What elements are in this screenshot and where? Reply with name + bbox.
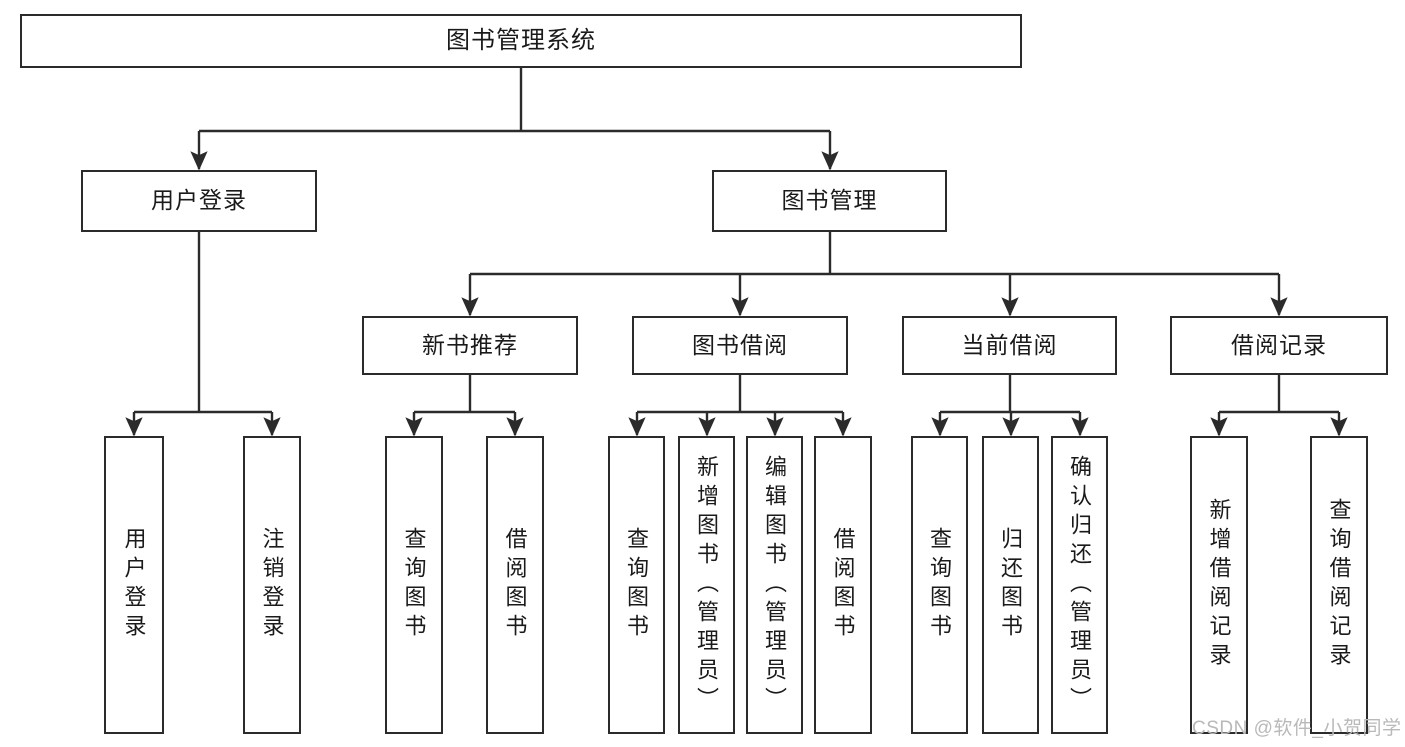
node-label: 查询图书 — [624, 527, 650, 643]
node-new-book-rec[interactable]: 新书推荐 — [362, 316, 578, 375]
node-label: 编辑图书（管理员） — [762, 454, 788, 716]
node-leaf-return-book[interactable]: 归还图书 — [982, 436, 1039, 734]
node-label: 当前借阅 — [961, 331, 1058, 358]
node-label: 新增借阅记录 — [1206, 498, 1232, 672]
node-leaf-edit-book[interactable]: 编辑图书（管理员） — [746, 436, 803, 734]
node-leaf-query-book-1[interactable]: 查询图书 — [385, 436, 443, 734]
node-leaf-borrow-book-2[interactable]: 借阅图书 — [814, 436, 872, 734]
node-leaf-query-record[interactable]: 查询借阅记录 — [1310, 436, 1368, 734]
node-label: 查询图书 — [927, 527, 953, 643]
node-label: 图书管理系统 — [446, 26, 596, 54]
node-leaf-add-book[interactable]: 新增图书（管理员） — [678, 436, 735, 734]
node-label: 注销登录 — [259, 527, 285, 643]
node-leaf-confirm-return[interactable]: 确认归还（管理员） — [1051, 436, 1108, 734]
node-leaf-user-login[interactable]: 用户登录 — [104, 436, 164, 734]
node-label: 用户登录 — [151, 187, 247, 214]
node-book-borrow[interactable]: 图书借阅 — [632, 316, 848, 375]
node-current-borrow[interactable]: 当前借阅 — [902, 316, 1117, 375]
csdn-watermark: CSDN @软件_小贺同学 — [1192, 718, 1402, 739]
node-label: 归还图书 — [998, 527, 1024, 643]
node-user-login[interactable]: 用户登录 — [81, 170, 317, 232]
node-leaf-user-logout[interactable]: 注销登录 — [243, 436, 301, 734]
node-book-mgmt[interactable]: 图书管理 — [712, 170, 947, 232]
node-label: 图书借阅 — [692, 331, 788, 358]
node-root[interactable]: 图书管理系统 — [20, 14, 1022, 68]
node-leaf-query-book-3[interactable]: 查询图书 — [911, 436, 968, 734]
node-label: 图书管理 — [781, 187, 878, 214]
node-label: 借阅图书 — [830, 527, 856, 643]
node-leaf-borrow-book-1[interactable]: 借阅图书 — [486, 436, 544, 734]
node-leaf-query-book-2[interactable]: 查询图书 — [608, 436, 665, 734]
node-label: 借阅图书 — [502, 527, 528, 643]
node-label: 查询借阅记录 — [1326, 498, 1352, 672]
node-borrow-record[interactable]: 借阅记录 — [1170, 316, 1388, 375]
node-label: 用户登录 — [121, 527, 147, 643]
node-label: 查询图书 — [401, 527, 427, 643]
node-label: 新书推荐 — [422, 331, 518, 358]
node-leaf-add-record[interactable]: 新增借阅记录 — [1190, 436, 1248, 734]
node-label: 新增图书（管理员） — [694, 454, 720, 716]
node-label: 确认归还（管理员） — [1067, 454, 1093, 716]
node-label: 借阅记录 — [1231, 331, 1327, 358]
